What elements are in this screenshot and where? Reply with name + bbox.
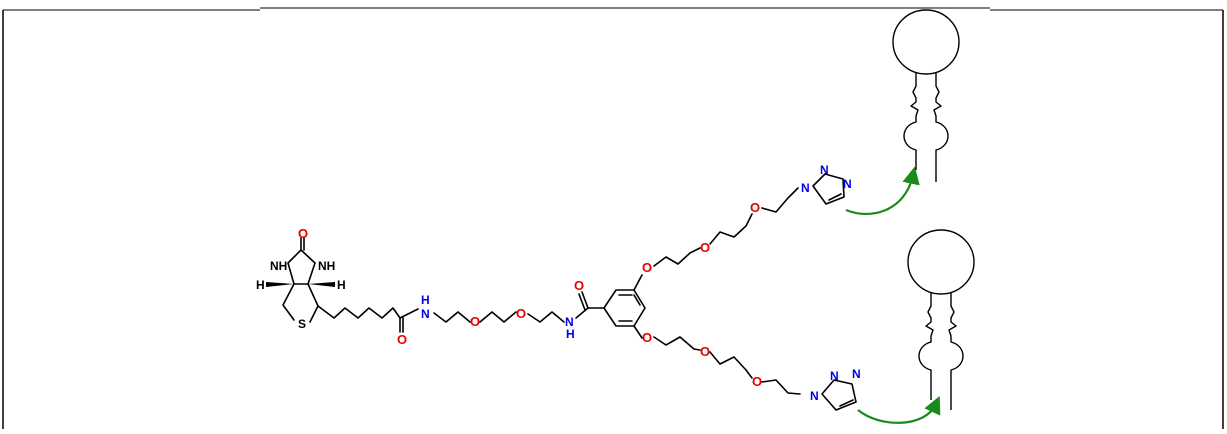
peg1-o1: O [470, 314, 480, 329]
biotin-core [266, 237, 419, 333]
central-aryl [575, 274, 646, 339]
amide1-nh: N [421, 307, 430, 321]
amide2-nh-h: H [566, 327, 575, 341]
biotin-s: S [298, 317, 306, 331]
peg-arm-top [653, 187, 799, 267]
peg-bot-o1: O [700, 344, 710, 359]
triazole-top-n2: N [820, 163, 829, 177]
aryl-o-bottom: O [642, 330, 652, 345]
aptamer-top [892, 9, 960, 182]
triazole-bot-n3: N [852, 367, 861, 381]
aptamer-bottom [907, 229, 975, 410]
amide2-nh: N [565, 315, 574, 329]
aryl-o-top: O [642, 260, 652, 275]
triazole-bot-n1: N [810, 389, 819, 403]
triazole-top [812, 173, 845, 205]
triazole-bot-n2: N [830, 369, 839, 383]
amide2-o: O [574, 278, 584, 293]
biotin-h-right: H [337, 278, 346, 292]
peg-bot-o2: O [752, 374, 762, 389]
amide1-o: O [397, 332, 407, 347]
peg-arm-bottom [653, 336, 801, 395]
biotin-nh-left: NH [270, 259, 287, 273]
peg1-o2: O [516, 306, 526, 321]
linker-arrow-top [845, 166, 920, 215]
triazole-top-n3: N [843, 177, 852, 191]
biotin-urea-o: O [298, 226, 308, 241]
amide1-nh-h: H [421, 293, 430, 307]
frame-lines [2, 7, 1224, 429]
atom-labels: O NH NH H H S O H N O O N H O O O O O O … [256, 163, 861, 403]
linker-arrow-bottom [857, 396, 941, 424]
triazole-top-n1: N [801, 181, 810, 195]
peg-top-o1: O [700, 240, 710, 255]
biotin-nh-right: NH [318, 259, 335, 273]
biotin-h-left: H [256, 278, 265, 292]
triazole-bottom [821, 379, 857, 411]
peg-top-o2: O [750, 200, 760, 215]
peg-linker-1 [433, 311, 565, 323]
